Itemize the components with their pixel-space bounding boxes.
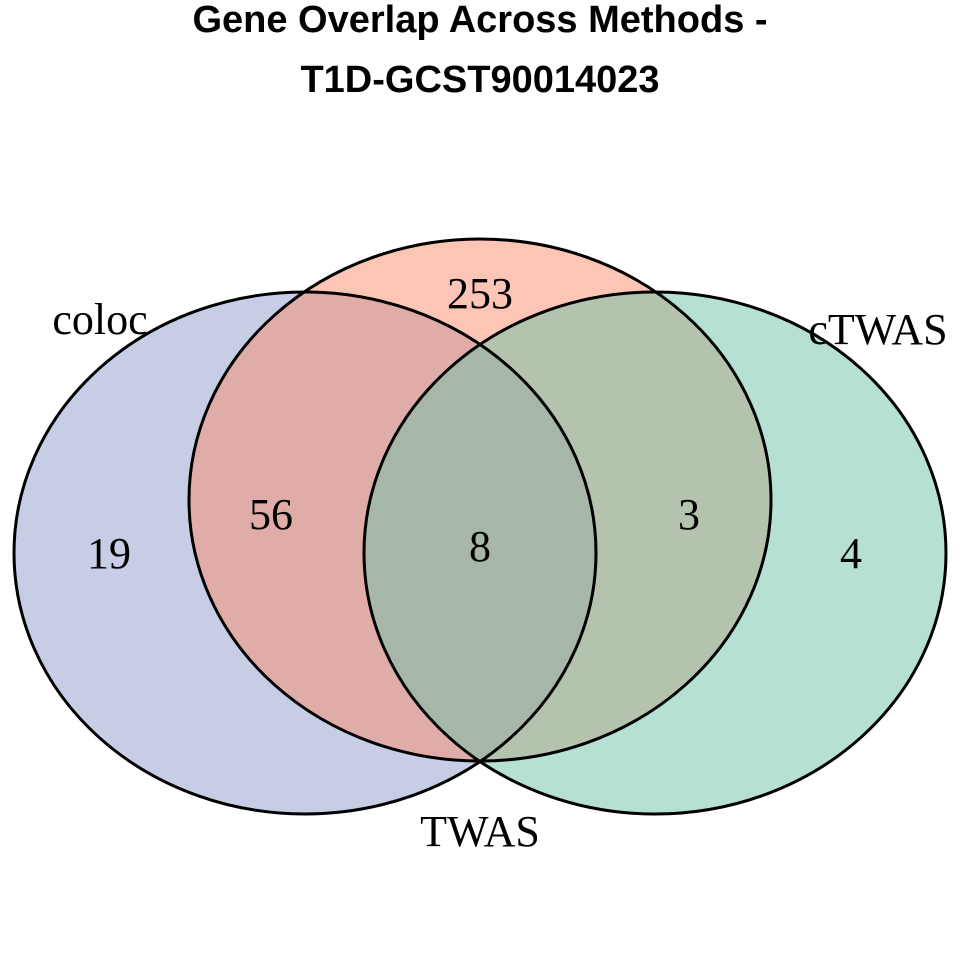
set-label-twas: TWAS [420, 807, 540, 856]
chart-title-line-1: Gene Overlap Across Methods - [192, 0, 767, 41]
set-outline-ctwas [362, 290, 948, 816]
set-label-coloc: coloc [52, 295, 147, 344]
chart-title-line-2: T1D-GCST90014023 [300, 59, 659, 101]
set-label-ctwas: cTWAS [808, 305, 947, 354]
region-count-ctwas-only: 4 [840, 529, 862, 578]
region-count-twas-ctwas: 3 [678, 490, 700, 539]
region-count-coloc-only: 19 [87, 529, 131, 578]
region-count-twas-only: 253 [447, 269, 513, 318]
venn-fills [14, 239, 946, 814]
region-count-all-three: 8 [469, 522, 491, 571]
venn-outlines [12, 237, 948, 816]
region-count-coloc-twas: 56 [249, 490, 293, 539]
set-circle-ctwas [364, 292, 946, 814]
